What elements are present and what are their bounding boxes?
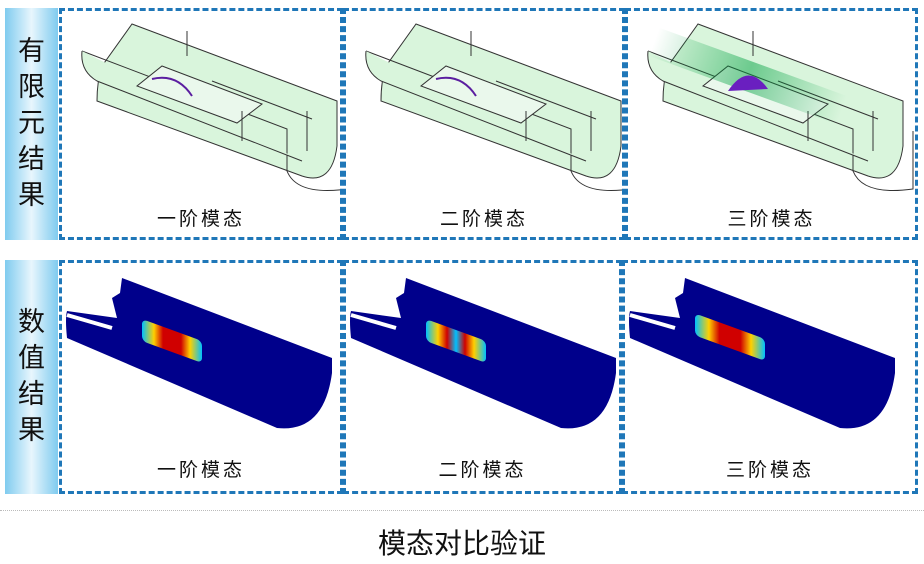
cylinder-shell-illustration (81, 23, 340, 192)
panel-label: 一阶模态 (156, 208, 245, 230)
row-label-char: 果 (18, 415, 45, 446)
cylinder-shell-illustration (350, 278, 616, 429)
numeric-panel-mode-1: 一阶模态 (59, 260, 343, 494)
divider (0, 510, 924, 511)
panel-label: 二阶模态 (438, 459, 527, 481)
panel-label: 一阶模态 (156, 459, 245, 481)
fem-panel-mode-1: 一阶模态 (59, 8, 343, 240)
numeric-panel-mode-2: 二阶模态 (343, 260, 622, 494)
numeric-panel-mode-3: 三阶模态 (622, 260, 918, 494)
fem-panel-mode-2: 二阶模态 (343, 8, 625, 240)
row-label-char: 结 (18, 144, 45, 175)
fem-panel-mode-3: 三阶模态 (625, 8, 918, 240)
panel-label: 二阶模态 (439, 208, 528, 230)
row-numeric-label: 数 值 结 果 (5, 260, 58, 494)
cylinder-shell-illustration (66, 278, 332, 429)
row-label-char: 果 (18, 180, 45, 211)
row-label-char: 值 (18, 343, 45, 374)
row-label-char: 元 (18, 108, 45, 139)
row-label-char: 限 (18, 72, 45, 103)
panel-label: 三阶模态 (727, 208, 816, 230)
row-label-char: 数 (18, 307, 45, 338)
cylinder-shell-illustration (647, 23, 914, 192)
cylinder-shell-illustration (365, 23, 622, 192)
figure-caption: 模态对比验证 (377, 527, 546, 560)
row-fem-label: 有 限 元 结 果 (5, 8, 58, 240)
row-label-char: 有 (18, 36, 45, 67)
row-label-char: 结 (18, 379, 45, 410)
panel-label: 三阶模态 (725, 459, 814, 481)
cylinder-shell-illustration (629, 278, 895, 429)
